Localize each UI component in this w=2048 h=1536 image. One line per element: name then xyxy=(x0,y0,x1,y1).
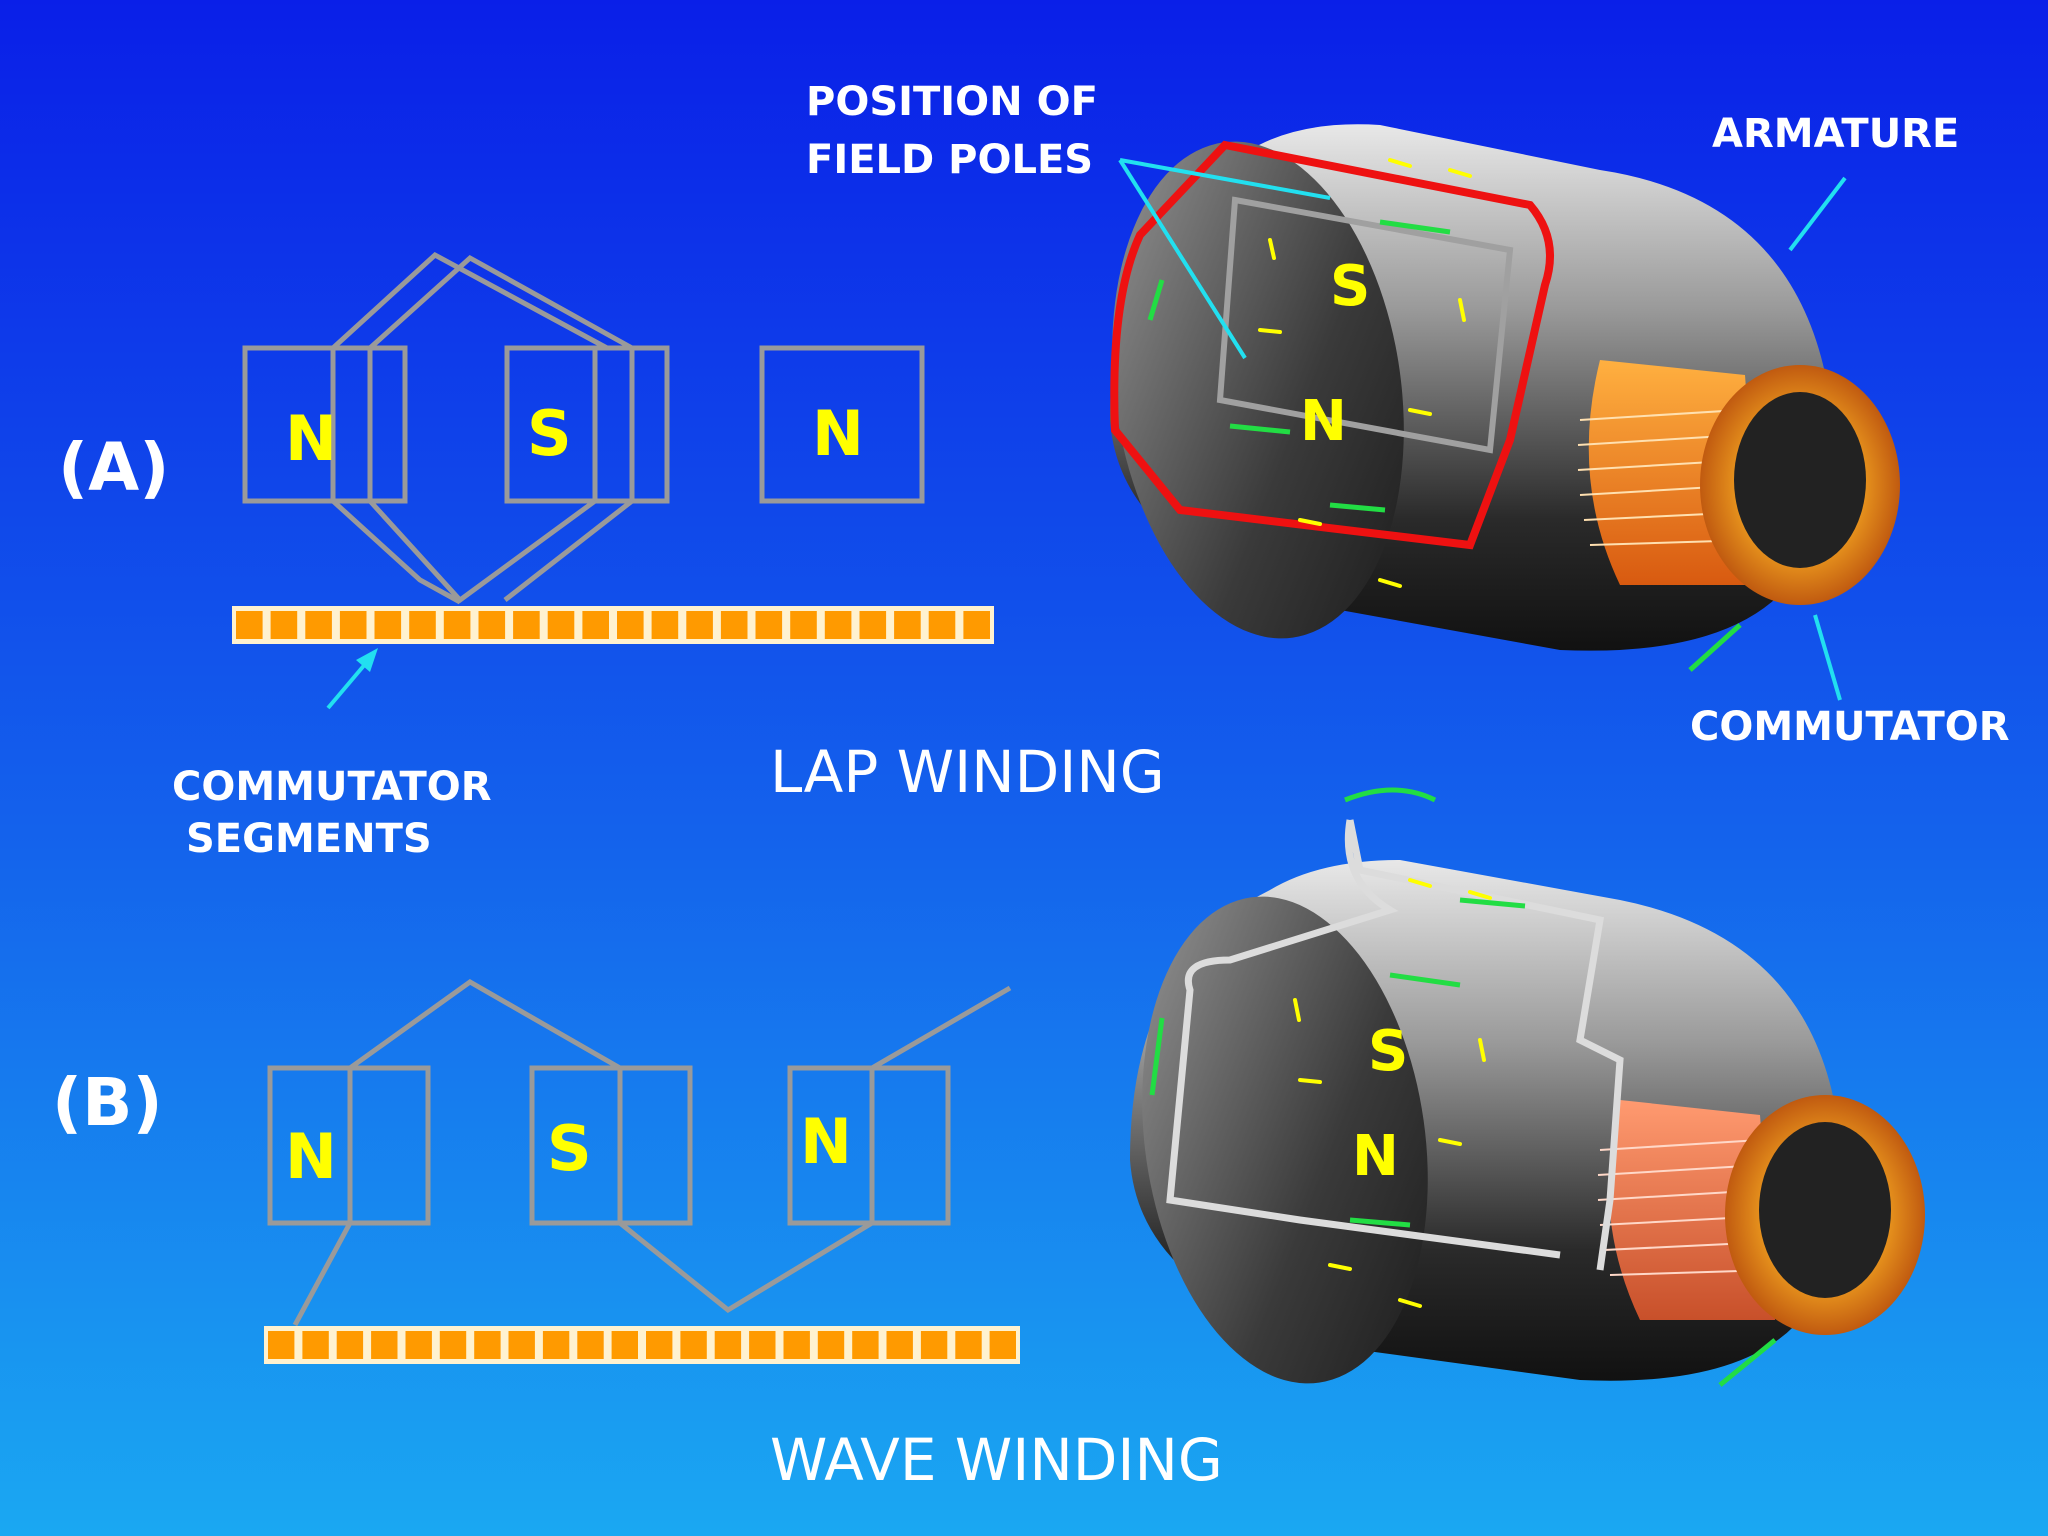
green-arrow-icon xyxy=(1149,897,1777,1387)
commutator-segment xyxy=(474,1331,501,1359)
commutator-segment xyxy=(963,611,990,639)
cyl-pole-b-1: S xyxy=(1368,1019,1408,1084)
pole-a-1: N xyxy=(285,402,337,475)
armature-label: ARMATURE xyxy=(1712,111,1959,157)
diagram-a: (A) N S N xyxy=(58,79,2010,862)
commutator-segment xyxy=(542,1331,570,1359)
pole-box-a-2: S xyxy=(504,345,670,504)
commutator-segment xyxy=(852,1331,879,1359)
commutator-label: COMMUTATOR xyxy=(1690,704,2010,750)
wave-coil-lines xyxy=(292,979,1012,1327)
commutator-segment xyxy=(336,1331,364,1359)
commutator-segment xyxy=(714,1331,742,1359)
commutator-segment xyxy=(817,1331,845,1359)
commutator-segment xyxy=(824,611,852,639)
commutator-segment xyxy=(302,1331,329,1359)
cyan-arrow-icon xyxy=(326,648,378,710)
commutator-segment xyxy=(686,611,713,639)
commutator-segment xyxy=(617,611,644,639)
commutator-segment xyxy=(339,611,367,639)
commutator-segment xyxy=(577,1331,604,1359)
commutator-bar-a xyxy=(232,606,994,644)
commutator-segment xyxy=(405,1331,432,1359)
commutator-segment xyxy=(755,611,783,639)
commutator-segment xyxy=(651,611,679,639)
commutator-segments-label-1: COMMUTATOR xyxy=(172,764,492,810)
commutator-segment xyxy=(646,1331,673,1359)
commutator-segment xyxy=(268,1331,295,1359)
pole-box-a-3: N xyxy=(759,345,925,504)
lap-coil-lines xyxy=(331,251,634,605)
commutator-segment xyxy=(955,1331,982,1359)
diagram-b-label: (B) xyxy=(52,1064,163,1141)
cyl-pole-a-1: S xyxy=(1330,254,1370,319)
pole-box-a-1: N xyxy=(242,345,408,504)
diagram-a-label: (A) xyxy=(58,429,169,506)
diagram-b: (B) N S N WAVE WINDING xyxy=(52,787,1925,1494)
commutator-segment xyxy=(478,611,506,639)
commutator-segment xyxy=(790,611,817,639)
green-arrow-icon xyxy=(1147,219,1742,672)
commutator-segment xyxy=(894,611,921,639)
cyan-arrow-icon xyxy=(1118,158,1847,701)
pole-box-b-3: N xyxy=(787,1065,951,1226)
curved-green-arrow-icon xyxy=(1344,787,1437,803)
field-poles-label-2: FIELD POLES xyxy=(806,137,1093,183)
commutator-segment xyxy=(439,1331,467,1359)
commutator-segment xyxy=(720,611,748,639)
pole-b-3: N xyxy=(800,1105,852,1178)
commutator-segment xyxy=(374,611,402,639)
commutator-segment xyxy=(305,611,332,639)
pole-b-2: S xyxy=(547,1112,592,1185)
pole-a-3: N xyxy=(812,397,864,470)
commutator-segment xyxy=(783,1331,810,1359)
commutator-segment xyxy=(547,611,575,639)
commutator-segment xyxy=(409,611,436,639)
pole-a-2: S xyxy=(527,397,572,470)
commutator-segment xyxy=(582,611,609,639)
commutator-segment xyxy=(508,1331,535,1359)
commutator-segment xyxy=(928,611,956,639)
commutator-segments-label-2: SEGMENTS xyxy=(186,816,432,862)
commutator-segment xyxy=(513,611,540,639)
commutator-segment xyxy=(443,611,471,639)
armature-cylinder-a: S N xyxy=(1110,124,1900,701)
commutator-segment xyxy=(270,611,298,639)
field-poles-label-1: POSITION OF xyxy=(806,79,1098,125)
commutator-segment xyxy=(989,1331,1016,1359)
cyl-pole-b-2: N xyxy=(1352,1124,1399,1189)
commutator-segment xyxy=(859,611,887,639)
commutator-segment xyxy=(920,1331,948,1359)
cyl-pole-a-2: N xyxy=(1300,389,1347,454)
pole-b-1: N xyxy=(285,1120,337,1193)
commutator-segment xyxy=(371,1331,398,1359)
commutator-segment xyxy=(680,1331,707,1359)
armature-cylinder-b: S N xyxy=(1130,787,1925,1387)
wave-winding-title: WAVE WINDING xyxy=(770,1426,1223,1494)
lap-winding-title: LAP WINDING xyxy=(770,738,1165,806)
commutator-segment xyxy=(236,611,263,639)
commutator-segment xyxy=(886,1331,913,1359)
commutator-segment xyxy=(611,1331,638,1359)
pole-box-b-2: S xyxy=(529,1065,693,1226)
commutator-segment xyxy=(749,1331,776,1359)
commutator-bar-b xyxy=(264,1326,1020,1364)
